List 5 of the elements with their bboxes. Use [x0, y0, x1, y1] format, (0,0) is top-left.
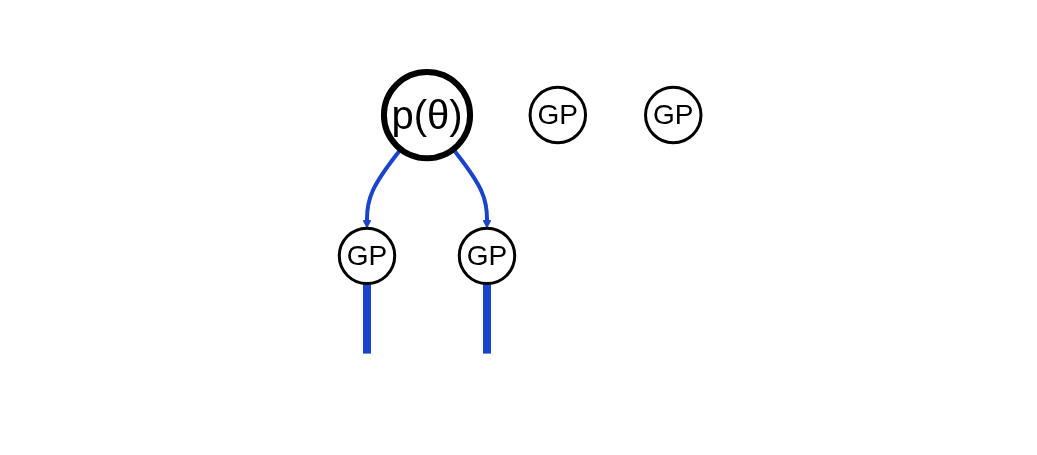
node-circle: GP	[337, 226, 396, 285]
node-circle: p(θ)	[380, 68, 473, 161]
node-circle: GP	[528, 85, 587, 144]
node-circle: GP	[457, 226, 516, 285]
node-circle: GP	[643, 85, 702, 144]
